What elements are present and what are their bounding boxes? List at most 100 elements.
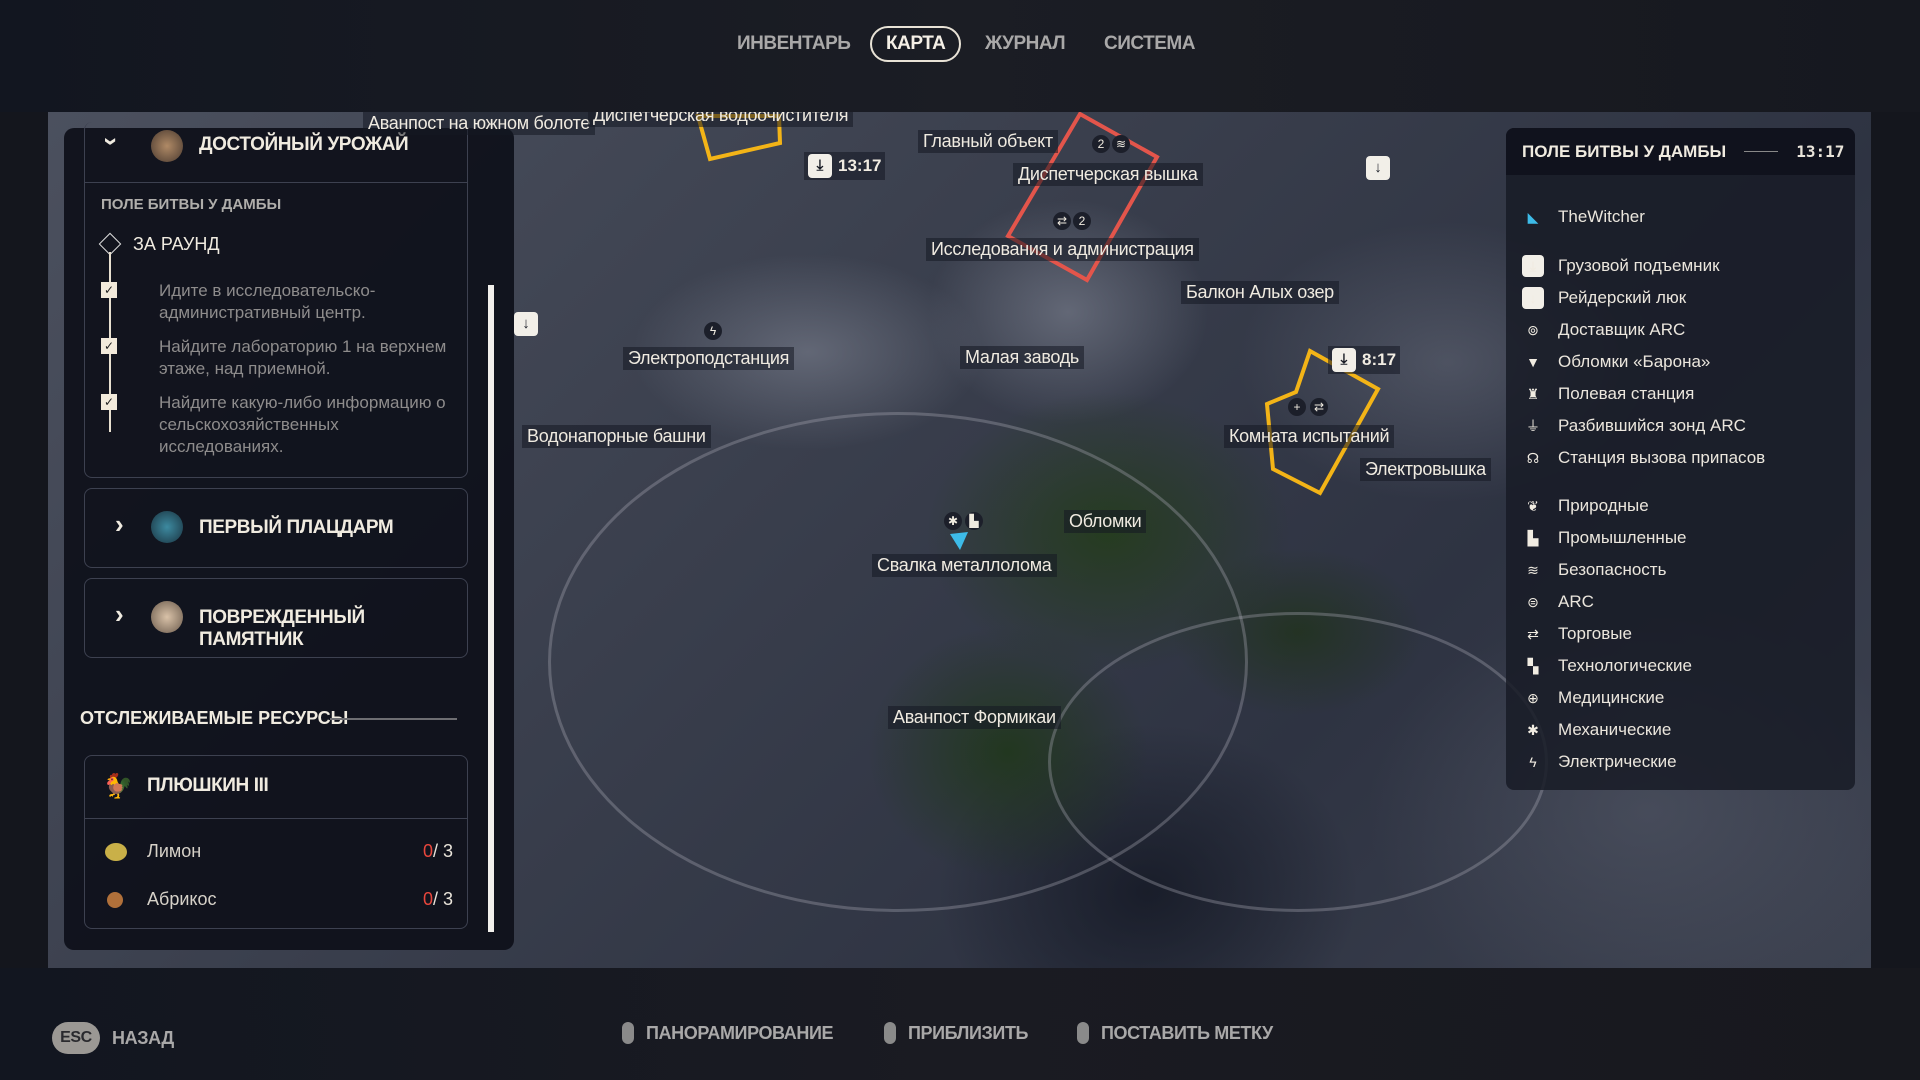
legend-item[interactable]: ⊕Медицинские	[1522, 687, 1664, 709]
apricot-icon	[107, 892, 123, 908]
tab-system[interactable]: СИСТЕМА	[1104, 33, 1195, 54]
legend-label: Механические	[1558, 720, 1672, 739]
resource-have: 0	[422, 841, 433, 861]
tech-icon[interactable]: 2	[1073, 212, 1091, 230]
checkbox-checked: ✓	[101, 338, 117, 354]
legend-item[interactable]: ♜ Полевая станция	[1522, 383, 1695, 405]
lift-timer[interactable]: ⤓ 13:17	[804, 152, 886, 180]
resource-count: 0/ 3	[423, 889, 453, 910]
scrollbar[interactable]	[488, 285, 494, 932]
raider-hatch-icon[interactable]: ↓	[514, 312, 538, 336]
legend-item[interactable]: ≋Безопасность	[1522, 559, 1666, 581]
place-marker-hint: ПОСТАВИТЬ МЕТКУ	[1077, 1022, 1273, 1044]
legend-item[interactable]: ⊚Доставщик ARC	[1522, 319, 1685, 341]
tracked-resources-heading: ОТСЛЕЖИВАЕМЫЕ РЕСУРСЫ	[80, 708, 349, 728]
resource-count: 0/ 3	[423, 841, 453, 862]
quest-card-expanded[interactable]: › ДОСТОЙНЫЙ УРОЖАЙ ПОЛЕ БИТВЫ У ДАМБЫ ЗА…	[84, 122, 468, 478]
legend-label: Технологические	[1558, 656, 1692, 675]
arc-courier-icon: ⊚	[1527, 322, 1539, 338]
crashed-probe-icon: ⏚	[1526, 418, 1540, 434]
hint-label: ПОСТАВИТЬ МЕТКУ	[1101, 1022, 1273, 1043]
map-label: Главный объект	[918, 130, 1058, 153]
map-label: Исследования и администрация	[926, 238, 1199, 261]
legend-item[interactable]: ⇄Торговые	[1522, 623, 1632, 645]
legend-item[interactable]: ☊Станция вызова припасов	[1522, 447, 1765, 469]
quest-giver-avatar	[151, 601, 183, 633]
chevron-right-icon[interactable]: ›	[115, 509, 124, 539]
pan-hint: ПАНОРАМИРОВАНИЕ	[622, 1022, 834, 1044]
legend-label: Природные	[1558, 496, 1649, 515]
map-label: Обломки	[1064, 510, 1147, 533]
legend-item[interactable]: ⊜ARC	[1522, 591, 1594, 613]
resource-group-title: ПЛЮШКИН III	[147, 775, 269, 796]
electrical-icon[interactable]: ϟ	[704, 322, 722, 340]
resource-need: / 3	[432, 889, 453, 909]
industrial-icon[interactable]: ▙	[965, 512, 983, 530]
trade-icon[interactable]: ⇄	[1053, 212, 1071, 230]
legend-header: ПОЛЕ БИТВЫ У ДАМБЫ 13:17	[1506, 128, 1855, 175]
legend-player[interactable]: ◣TheWitcher	[1522, 206, 1645, 228]
chevron-down-icon[interactable]: ›	[96, 137, 127, 146]
quest-card-collapsed[interactable]: › ПОВРЕЖДЕННЫЙ ПАМЯТНИК	[84, 578, 468, 658]
security-icon[interactable]: ≋	[1112, 135, 1130, 153]
resource-need: / 3	[432, 841, 453, 861]
divider	[85, 182, 467, 183]
back-button[interactable]: ESC НАЗАД	[52, 1022, 174, 1054]
medical-icon[interactable]: +	[1288, 398, 1306, 416]
lemon-icon	[105, 843, 127, 861]
map-label: Свалка металлолома	[872, 554, 1057, 577]
tech-icon[interactable]: 2	[1092, 135, 1110, 153]
legend-item[interactable]: ▚Технологические	[1522, 655, 1692, 677]
hint-label: ПАНОРАМИРОВАНИЕ	[646, 1022, 834, 1043]
legend-item[interactable]: ▙Промышленные	[1522, 527, 1687, 549]
tab-inventory[interactable]: ИНВЕНТАРЬ	[737, 33, 851, 54]
location-pin-icon: ▼	[1526, 354, 1540, 370]
quest-panel: › ДОСТОЙНЫЙ УРОЖАЙ ПОЛЕ БИТВЫ У ДАМБЫ ЗА…	[64, 122, 514, 950]
nature-icon: ❦	[1527, 498, 1539, 514]
legend-item[interactable]: ▼ Обломки «Барона»	[1522, 351, 1710, 373]
cargo-lift-icon: ⤓	[1522, 255, 1544, 277]
legend-item[interactable]: ⏚Разбившийся зонд ARC	[1522, 415, 1746, 437]
task-text: Идите в исследовательско-административны…	[159, 281, 376, 322]
field-station-icon: ♜	[1526, 386, 1540, 402]
map-label: Электровышка	[1360, 458, 1491, 481]
cargo-lift-icon: ⤓	[808, 154, 832, 178]
quest-card-collapsed[interactable]: › ПЕРВЫЙ ПЛАЦДАРМ	[84, 488, 468, 568]
quest-title: ПОВРЕЖДЕННЫЙ ПАМЯТНИК	[199, 607, 365, 650]
cargo-lift-icon: ⤓	[1332, 348, 1356, 372]
legend-item[interactable]: ↓Рейдерский люк	[1522, 287, 1686, 309]
tab-journal[interactable]: ЖУРНАЛ	[985, 33, 1066, 54]
hint-label: ПРИБЛИЗИТЬ	[908, 1022, 1029, 1043]
legend-label: Полевая станция	[1558, 384, 1695, 403]
timer-text: 8:17	[1362, 350, 1397, 369]
resource-card[interactable]: 🐓 ПЛЮШКИН III Лимон 0/ 3 Абрикос 0/ 3	[84, 755, 468, 929]
legend-item[interactable]: ⤓Грузовой подъемник	[1522, 255, 1720, 277]
task-text: Найдите лабораторию 1 на верхнем этаже, …	[159, 337, 447, 378]
quest-location: ПОЛЕ БИТВЫ У ДАМБЫ	[101, 196, 282, 213]
tab-map[interactable]: КАРТА	[870, 26, 962, 62]
timer-text: 13:17	[838, 156, 882, 175]
resource-name: Лимон	[147, 841, 202, 861]
player-marker-icon: ◣	[1527, 209, 1539, 225]
legend-label: Электрические	[1558, 752, 1677, 771]
divider	[330, 718, 457, 720]
esc-key-icon: ESC	[52, 1022, 100, 1054]
legend-item[interactable]: ❦ Природные	[1522, 495, 1649, 517]
raider-hatch-icon[interactable]: ↓	[1366, 156, 1390, 180]
quest-title: ДОСТОЙНЫЙ УРОЖАЙ	[199, 134, 409, 155]
divider	[85, 818, 467, 819]
lift-timer[interactable]: ⤓ 8:17	[1328, 346, 1401, 374]
legend-item[interactable]: ✱Механические	[1522, 719, 1671, 741]
trade-icon[interactable]: ⇄	[1310, 398, 1328, 416]
resource-name: Абрикос	[147, 889, 217, 909]
quest-giver-avatar	[151, 511, 183, 543]
top-nav: ИНВЕНТАРЬ КАРТА ЖУРНАЛ СИСТЕМА	[0, 0, 1920, 112]
legend-label: Обломки «Барона»	[1558, 352, 1711, 371]
mechanical-icon[interactable]: ✱	[944, 512, 962, 530]
legend-label: Рейдерский люк	[1558, 288, 1687, 307]
legend-label: ARC	[1558, 592, 1594, 611]
map-label: Аванпост Формикаи	[888, 706, 1061, 729]
chevron-right-icon[interactable]: ›	[115, 599, 124, 629]
player-marker-icon	[950, 532, 968, 550]
